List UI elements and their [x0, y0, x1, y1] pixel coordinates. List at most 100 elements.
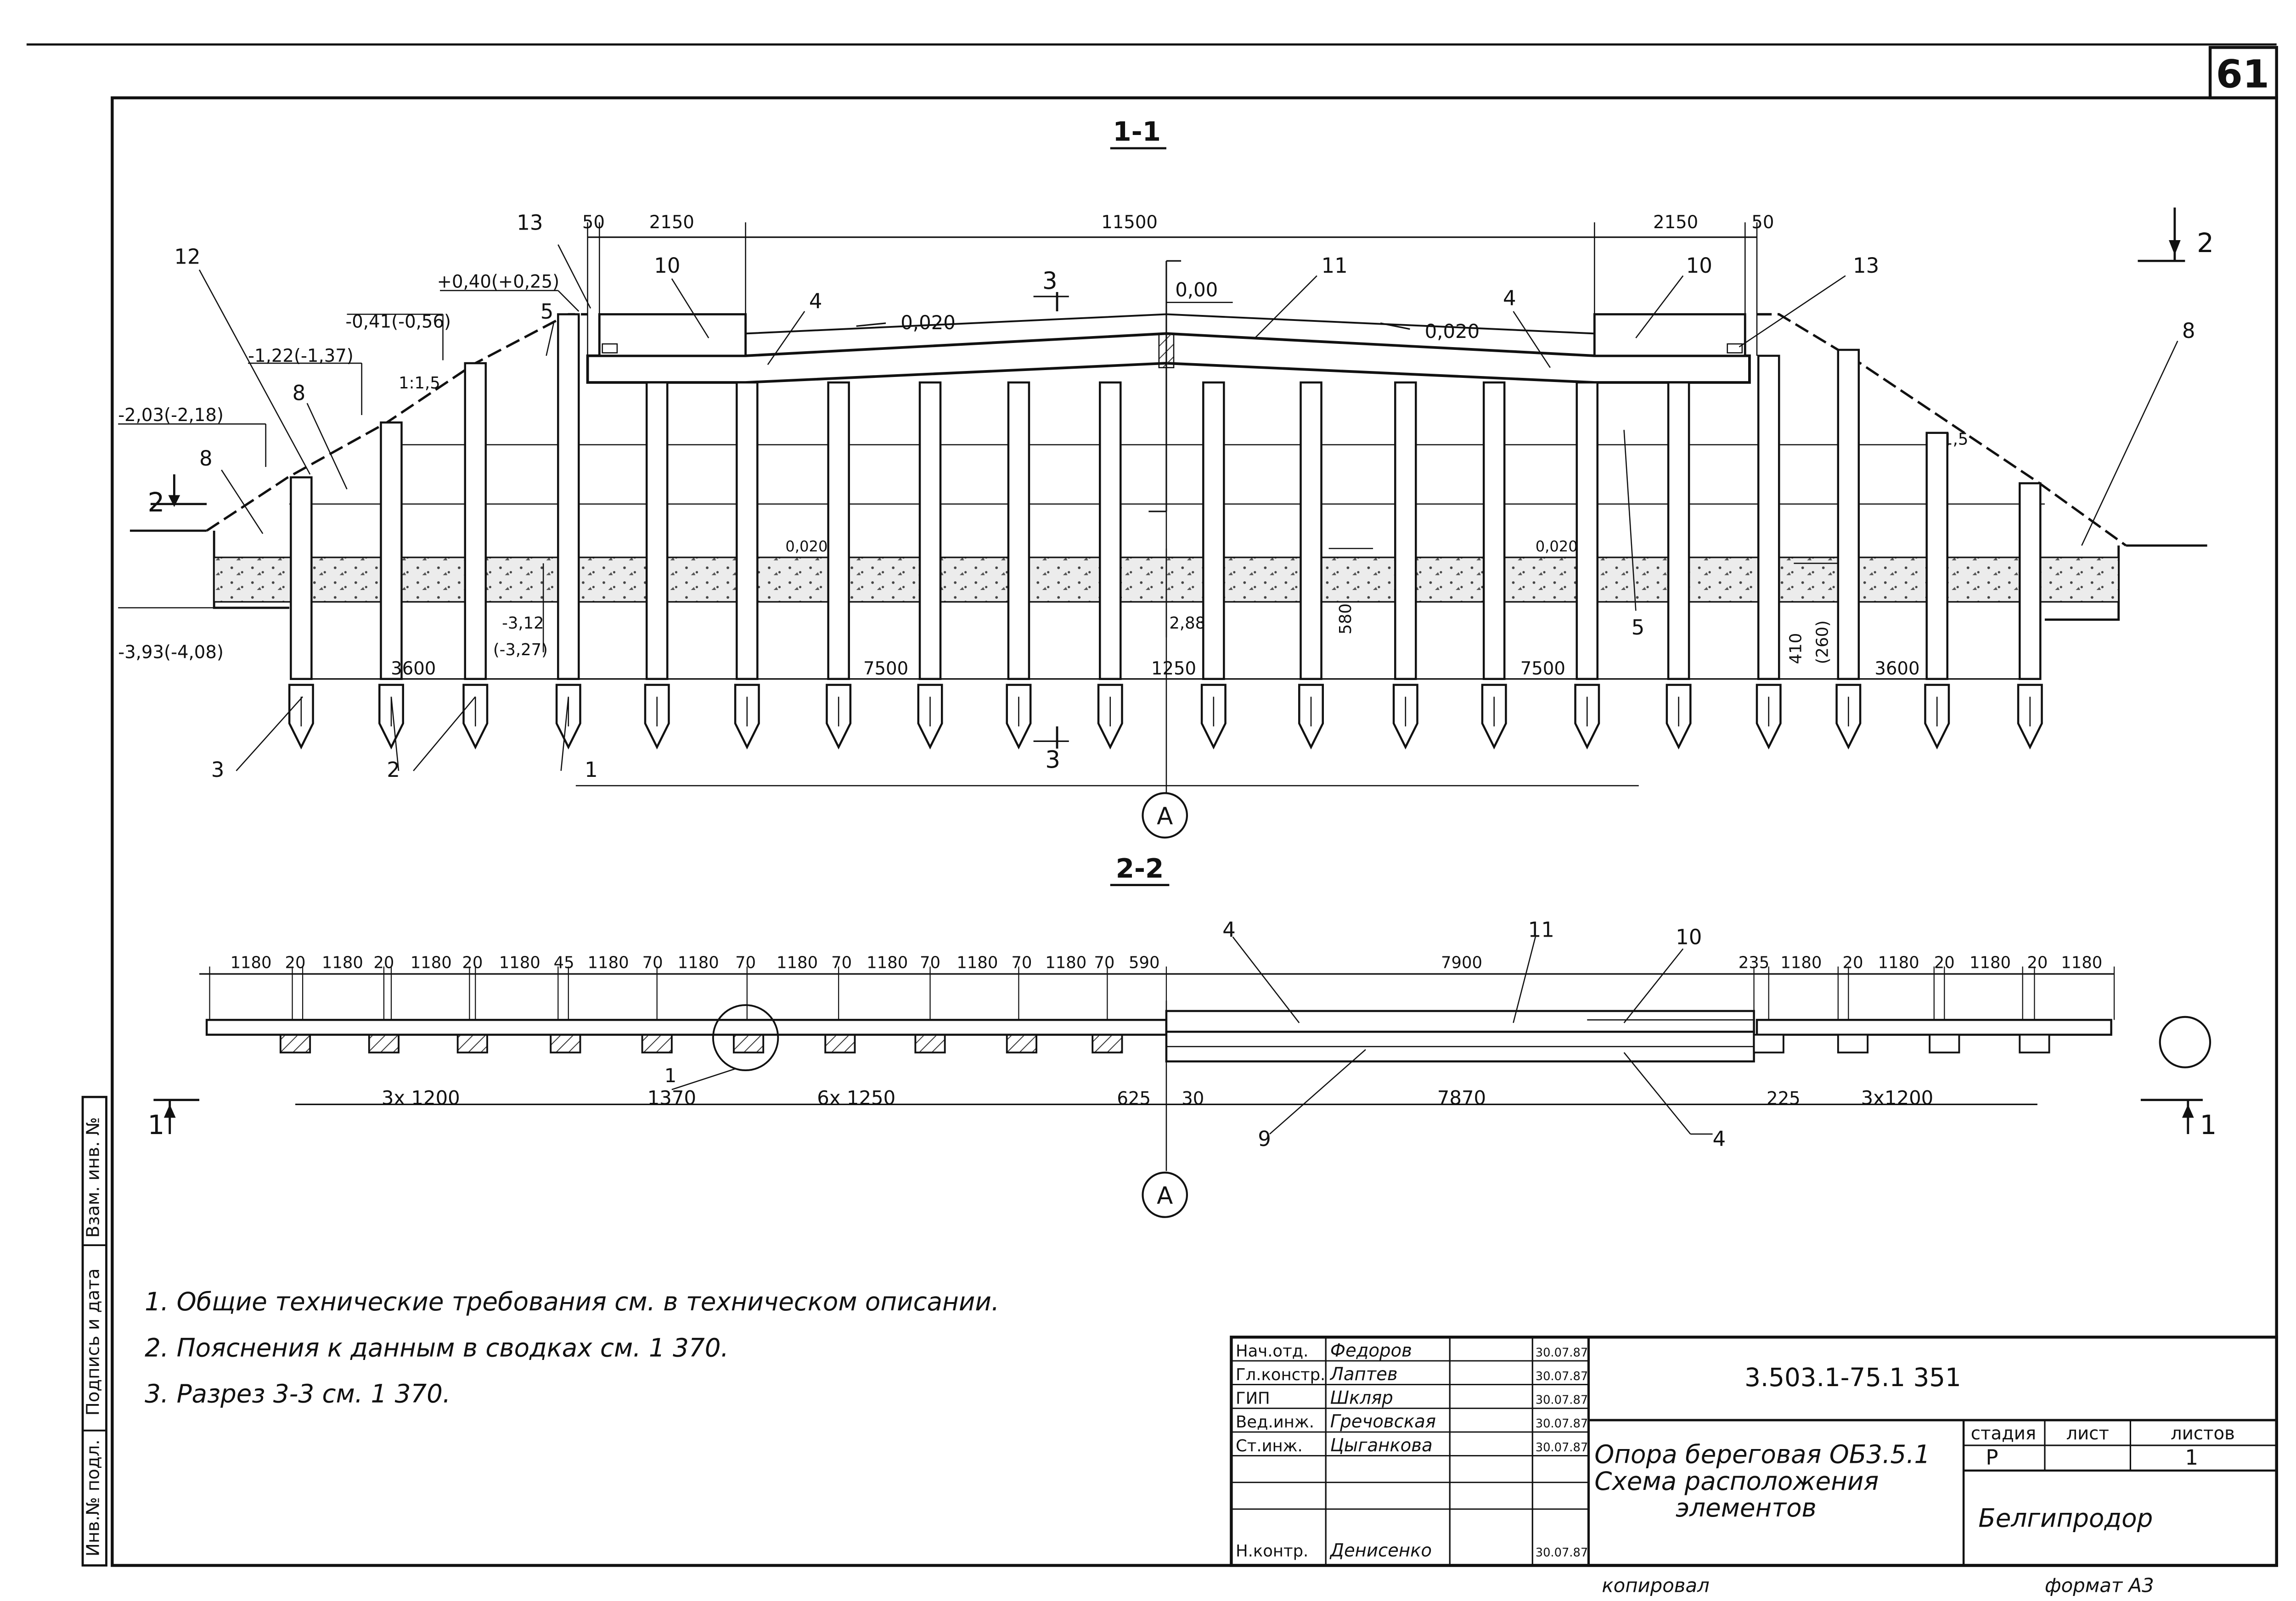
dim-plan-bottom-6: 225: [1767, 1088, 1801, 1109]
left-embankment: +0,40(+0,25) -0,41(-0,56) -1,22(-1,37) -…: [118, 271, 588, 663]
sheets-value: 1: [2185, 1445, 2198, 1470]
plan-top-dim: 1180: [1970, 953, 2011, 972]
tb-date: 30.07.87: [1536, 1346, 1588, 1359]
dim-plan-bottom-4: 30: [1182, 1088, 1204, 1109]
plan-top-dim: 1180: [2061, 953, 2102, 972]
plan-top-dim: 1180: [678, 953, 719, 972]
axis-a-label-2-2: A: [1157, 1182, 1173, 1210]
tb-role: Гл.констр.: [1236, 1365, 1325, 1384]
plan-top-dim: 1180: [1878, 953, 1919, 972]
plan-top-dim: 20: [462, 953, 483, 972]
plan-top-dim: 590: [1129, 953, 1159, 972]
pile-cap-plan: [2019, 1034, 2050, 1054]
label-11-plan: 11: [1528, 917, 1554, 942]
label-8-left-a: 8: [293, 381, 306, 405]
note-3: 3. Разрез 3-3 см. 1 370.: [145, 1379, 450, 1408]
small-slope-left: 0,020: [785, 538, 827, 555]
plan-top-dim: 20: [1842, 953, 1863, 972]
pile-cap-plan: [641, 1034, 673, 1054]
label-1-plan: 1: [664, 1064, 677, 1087]
plan-top-dim: 1180: [231, 953, 272, 972]
plan-top-dim: 70: [831, 953, 852, 972]
pile-cap-plan: [1753, 1034, 1784, 1054]
slope-left: 1:1,5: [399, 374, 440, 393]
dim-misc-0: -3,12: [502, 614, 544, 633]
pile-shaft: [1099, 381, 1122, 680]
plan-top-dim: 1180: [957, 953, 998, 972]
dim-top-50-left: 50: [582, 212, 605, 233]
section-2-2-title: 2-2: [1116, 853, 1164, 884]
elev-left-4: -3,93(-4,08): [118, 642, 224, 663]
plan-top-dim: 1180: [1780, 953, 1822, 972]
sheets-header: листов: [2171, 1423, 2235, 1444]
pile-shaft: [1482, 381, 1506, 680]
section-2-2-leaders: 4 11 10 9 4: [1222, 917, 1726, 1151]
pile-shaft: [290, 476, 313, 680]
label-10-left: 10: [654, 253, 680, 278]
axis-circle-right: [2159, 1016, 2212, 1068]
label-4-left: 4: [809, 289, 822, 313]
label-12: 12: [174, 245, 200, 269]
pile-shaft: [1007, 381, 1030, 680]
format-label: формат А3: [2045, 1574, 2154, 1597]
dim-misc-3: 580: [1336, 603, 1355, 635]
stage-header: стадия: [1971, 1423, 2036, 1444]
elev-center: 0,00: [1175, 279, 1218, 301]
pile-cap-plan: [456, 1034, 488, 1054]
dim-bottom-1250: 1250: [1151, 658, 1196, 679]
pile-cap-plan: [550, 1034, 581, 1054]
label-3: 3: [211, 758, 225, 782]
plan-top-dim: 70: [642, 953, 663, 972]
plan-top-dim: 1180: [867, 953, 908, 972]
pile-shaft: [827, 381, 850, 680]
elev-left-1: -0,41(-0,56): [345, 311, 451, 332]
label-8-right: 8: [2182, 319, 2195, 343]
detail-circle: 1: [664, 1004, 779, 1090]
sheet-number: 61: [2216, 51, 2269, 96]
tb-name: Денисенко: [1329, 1540, 1432, 1561]
plan-top-dim: 70: [735, 953, 756, 972]
pile-cap-plan: [824, 1034, 856, 1054]
dim-plan-bottom-0: 3x 1200: [382, 1086, 460, 1109]
side-stamp: Инв.№ подл. Подпись и дата Взам. инв. №: [81, 1095, 107, 1567]
org-name: Белгипродор: [1978, 1503, 2153, 1533]
slope-right-deck: 0,020: [1425, 320, 1480, 343]
label-4-plan-top: 4: [1222, 917, 1236, 942]
dim-misc-5: (260): [1813, 620, 1832, 664]
plan-top-dim: 1180: [322, 953, 363, 972]
plan-top-dim: 1180: [499, 953, 540, 972]
dim-plan-bottom-7: 3x1200: [1861, 1086, 1934, 1109]
tb-role: Нач.отд.: [1236, 1342, 1308, 1360]
plan-top-dim: 1180: [588, 953, 629, 972]
axis-a-1-1: A: [1142, 511, 1188, 839]
pile-shaft: [1202, 381, 1225, 680]
dim-misc-2: 2,88: [1169, 614, 1205, 633]
dim-bottom-7500-right: 7500: [1520, 658, 1565, 679]
pile-cap-plan: [1837, 1034, 1869, 1054]
pile-cap-plan: [1006, 1034, 1037, 1054]
dim-misc-4: 410: [1787, 633, 1806, 664]
label-10-right: 10: [1686, 253, 1712, 278]
plan-top-dim: 7900: [1441, 953, 1482, 972]
pile-cap-plan: [1092, 1034, 1123, 1054]
sheet-frame: 61: [26, 43, 2278, 1567]
slope-left-deck: 0,020: [900, 311, 956, 334]
sheet-header: лист: [2066, 1423, 2109, 1444]
tb-name: Лаптев: [1329, 1364, 1398, 1385]
pile-shaft: [557, 313, 580, 680]
piles-group: [288, 313, 2043, 750]
tb-name: Федоров: [1330, 1340, 1412, 1361]
stamp-replaced-inv: Взам. инв. №: [83, 1117, 103, 1238]
pile-cap-plan: [1929, 1034, 1960, 1054]
label-8-left-b: 8: [199, 446, 213, 471]
title-line-2: Схема расположения: [1594, 1466, 1879, 1496]
pile-shaft: [2019, 482, 2042, 680]
pile-shaft: [736, 381, 759, 680]
pile-cap-plan: [368, 1034, 400, 1054]
deck-slab-left: [205, 1019, 1168, 1036]
tb-date: 30.07.87: [1536, 1441, 1588, 1455]
pile-shaft: [1757, 354, 1780, 680]
pile-shaft: [380, 421, 403, 680]
cap-beam: 0,020 0,020 0,00: [586, 260, 1751, 512]
